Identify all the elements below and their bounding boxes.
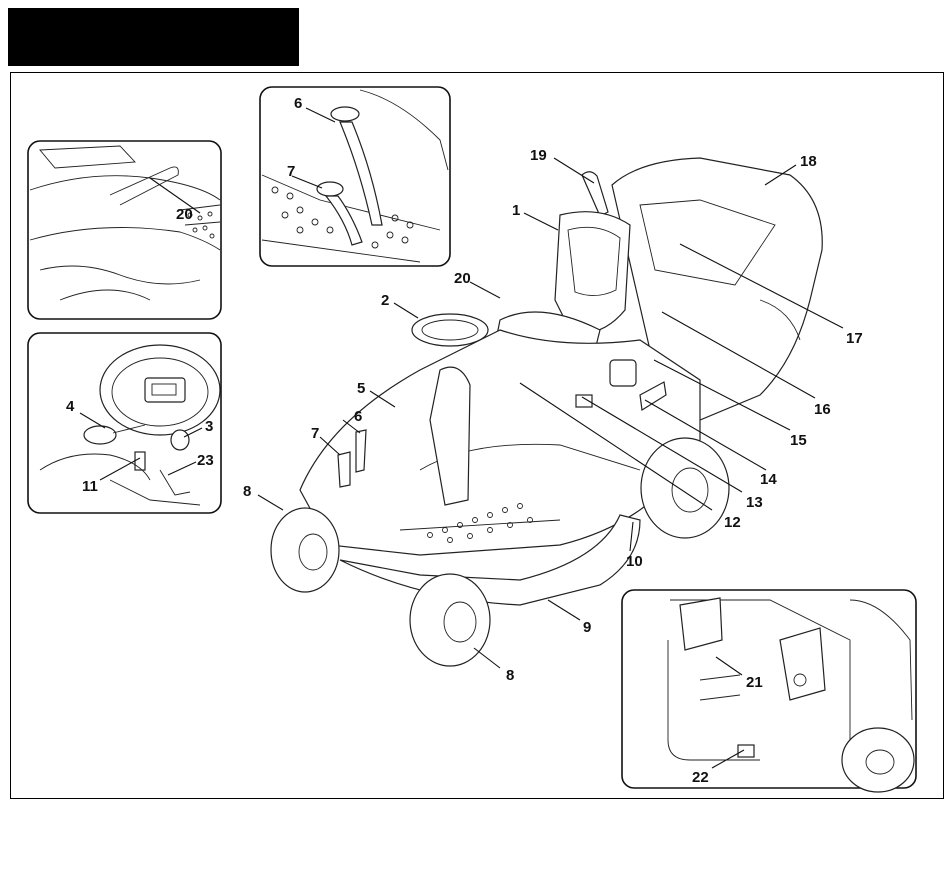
callout-16: 16 [814, 401, 831, 418]
callout-22: 22 [692, 769, 709, 786]
callout-5: 5 [357, 380, 365, 397]
callout-14: 14 [760, 471, 777, 488]
callout-20-inset: 20 [176, 206, 193, 223]
callout-4: 4 [66, 398, 75, 415]
callout-6: 6 [354, 408, 362, 425]
callout-1: 1 [512, 202, 520, 219]
callout-10: 10 [626, 553, 643, 570]
callout-12: 12 [724, 514, 741, 531]
callout-2: 2 [381, 292, 389, 309]
callout-11: 11 [82, 478, 98, 495]
callout-15: 15 [790, 432, 807, 449]
inset-lever-20 [28, 141, 221, 319]
callout-7-inset: 7 [287, 163, 295, 180]
callout-18: 18 [800, 153, 817, 170]
callout-9: 9 [583, 619, 591, 636]
callout-8-rear: 8 [506, 667, 514, 684]
callout-8-front: 8 [243, 483, 251, 500]
callout-19: 19 [530, 147, 547, 164]
callout-23: 23 [197, 452, 214, 469]
inset-dashboard [28, 333, 221, 513]
callout-21: 21 [746, 674, 763, 691]
callout-13: 13 [746, 494, 763, 511]
callout-3: 3 [205, 418, 213, 435]
inset-rear-21-22 [622, 590, 916, 792]
callout-6-inset: 6 [294, 95, 302, 112]
callout-17: 17 [846, 330, 863, 347]
callout-20: 20 [454, 270, 471, 287]
callout-7: 7 [311, 425, 319, 442]
